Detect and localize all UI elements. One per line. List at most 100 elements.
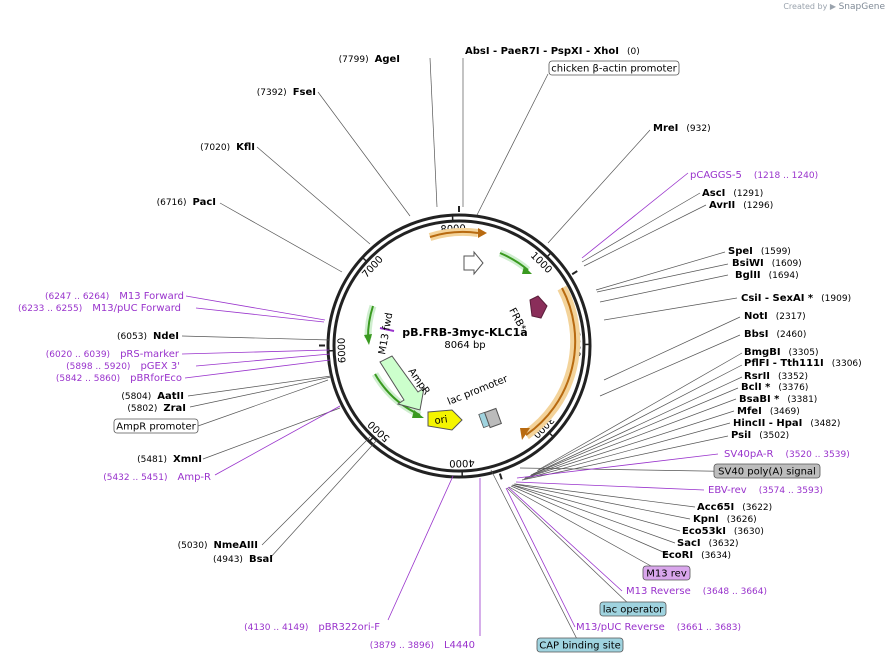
primer-range: (5842 .. 5860) (56, 374, 120, 384)
credit-brand: SnapGene (838, 2, 885, 12)
site-name: AgeI (375, 54, 400, 65)
primer-name: M13/pUC Forward (92, 303, 181, 314)
site-pos: (5481) (137, 455, 167, 465)
primer-label: (6233 .. 6255)M13/pUC Forward (18, 303, 181, 314)
feature-box-label: SV40 poly(A) signal (718, 467, 816, 478)
site-name: ZraI (163, 403, 186, 414)
site-name: FseI (293, 87, 316, 98)
frb-feature-icon (529, 295, 548, 319)
site-pos: (932) (686, 124, 710, 134)
primer-name: pBRforEco (130, 373, 182, 384)
tick-mark (361, 256, 368, 263)
feature-box-label: M13 rev (646, 569, 687, 580)
site-name: MfeI (737, 406, 762, 417)
site-name: BsaI (249, 554, 273, 565)
feature-box: AmpR promoter (113, 418, 199, 434)
feature-box: chicken β-actin promoter (548, 60, 680, 76)
site-name: BbsI (744, 329, 768, 340)
tick-label: 7000 (360, 254, 385, 280)
site-name: BmgBI (744, 347, 781, 358)
site-leaders (181, 57, 766, 646)
site-pos: (3630) (734, 527, 764, 537)
site-marker (571, 270, 578, 276)
lac-promoter-label: lac promoter (446, 373, 510, 408)
tick-label: 6000 (337, 337, 349, 363)
plasmid-length: 8064 bp (444, 340, 485, 351)
site-labels: AbsI - PaeR7I - PspXI - XhoI(0)MreI(932)… (117, 46, 862, 565)
primer-label: M13/pUC Reverse(3661 .. 3683) (576, 622, 741, 633)
site-label: CsiI - SexAI *(1909) (741, 293, 851, 304)
site-label: PsiI(3502) (731, 430, 789, 441)
primer-range: (6247 .. 6264) (45, 292, 109, 302)
site-name: AbsI - PaeR7I - PspXI - XhoI (465, 46, 619, 57)
site-name: AvrII (709, 200, 735, 211)
feature-box: M13 rev (642, 565, 691, 581)
primer-name: SV40pA-R (724, 449, 773, 460)
inner-features (379, 250, 548, 431)
primer-label: SV40pA-R (3520 .. 3539) (724, 449, 850, 460)
primer-label: EBV-rev(3574 .. 3593) (708, 485, 823, 496)
site-name: SacI (677, 538, 701, 549)
feature-box-label: chicken β-actin promoter (551, 64, 677, 75)
site-label: SpeI (1599) (728, 246, 791, 257)
site-name: BglII (735, 270, 761, 281)
primer-name: pRS-marker (120, 349, 180, 360)
site-name: BsaBI * (739, 394, 780, 405)
primer-range: (4130 .. 4149) (244, 623, 308, 633)
primer-range: (5898 .. 5920) (66, 362, 130, 372)
site-pos: (1599) (761, 247, 791, 257)
primer-range: (6020 .. 6039) (46, 350, 110, 360)
site-label: (7392) FseI (257, 87, 316, 98)
feature-box-label: CAP binding site (539, 641, 621, 652)
primer-range: (3520 .. 3539) (785, 450, 849, 460)
site-pos: (5030) (178, 541, 208, 551)
snapgene-logo-icon: ▶ (829, 2, 837, 11)
feature-box-label: lac operator (603, 605, 664, 616)
tick-label: 4000 (449, 457, 475, 469)
site-pos: (3376) (778, 383, 808, 393)
primer-range: (3661 .. 3683) (677, 623, 741, 633)
site-label: (6716)PacI (157, 197, 216, 208)
site-name: RsrII (744, 371, 770, 382)
ruler-ticks (318, 206, 590, 480)
site-pos: (7392) (257, 88, 287, 98)
primer-name: M13 Forward (119, 291, 184, 302)
promoter-arrow-icon (463, 250, 484, 276)
site-pos: (7799) (339, 55, 369, 65)
credit-prefix: Created by (783, 2, 828, 11)
feature-arcs (364, 227, 581, 440)
site-label: Acc65I(3622) (697, 502, 772, 513)
site-label: BbsI(2460) (744, 329, 806, 340)
primer-name: pCAGGS-5 (690, 170, 742, 181)
site-name: PflFI - Tth111I (744, 358, 824, 369)
site-name: SpeI (728, 246, 753, 257)
site-name: PacI (193, 197, 216, 208)
site-name: BclI * (741, 382, 771, 393)
primer-range: (5432 .. 5451) (103, 473, 167, 483)
site-name: KflI (236, 142, 255, 153)
site-pos: (5804) (121, 392, 151, 402)
site-label: BglII(1694) (735, 270, 799, 281)
site-pos: (3482) (810, 419, 840, 429)
site-label: BsiWI(1609) (732, 258, 802, 269)
site-name: AatII (157, 391, 184, 402)
site-label: (5802) ZraI (127, 403, 186, 414)
site-name: NmeAIII (214, 540, 258, 551)
feature-box-label: AmpR promoter (116, 422, 196, 433)
primer-name: EBV-rev (708, 485, 747, 496)
site-label: NotI(2317) (744, 311, 806, 322)
site-label: (4943)BsaI (213, 554, 273, 565)
site-name: EcoRI (662, 550, 693, 561)
site-pos: (1291) (733, 189, 763, 199)
site-pos: (5802) (127, 404, 157, 414)
site-pos: (3352) (778, 372, 808, 382)
primer-label: (6020 .. 6039) pRS-marker (46, 349, 180, 360)
m13fwd-label: M13 fwd (377, 312, 395, 356)
site-name: Acc65I (697, 502, 734, 513)
site-name: HincII - HpaI (733, 418, 802, 429)
site-name: BsiWI (732, 258, 764, 269)
plasmid-name: pB.FRB-3myc-KLC1a (402, 326, 527, 339)
plasmid-backbone (326, 213, 592, 479)
site-label: RsrII (3352) (744, 371, 808, 382)
